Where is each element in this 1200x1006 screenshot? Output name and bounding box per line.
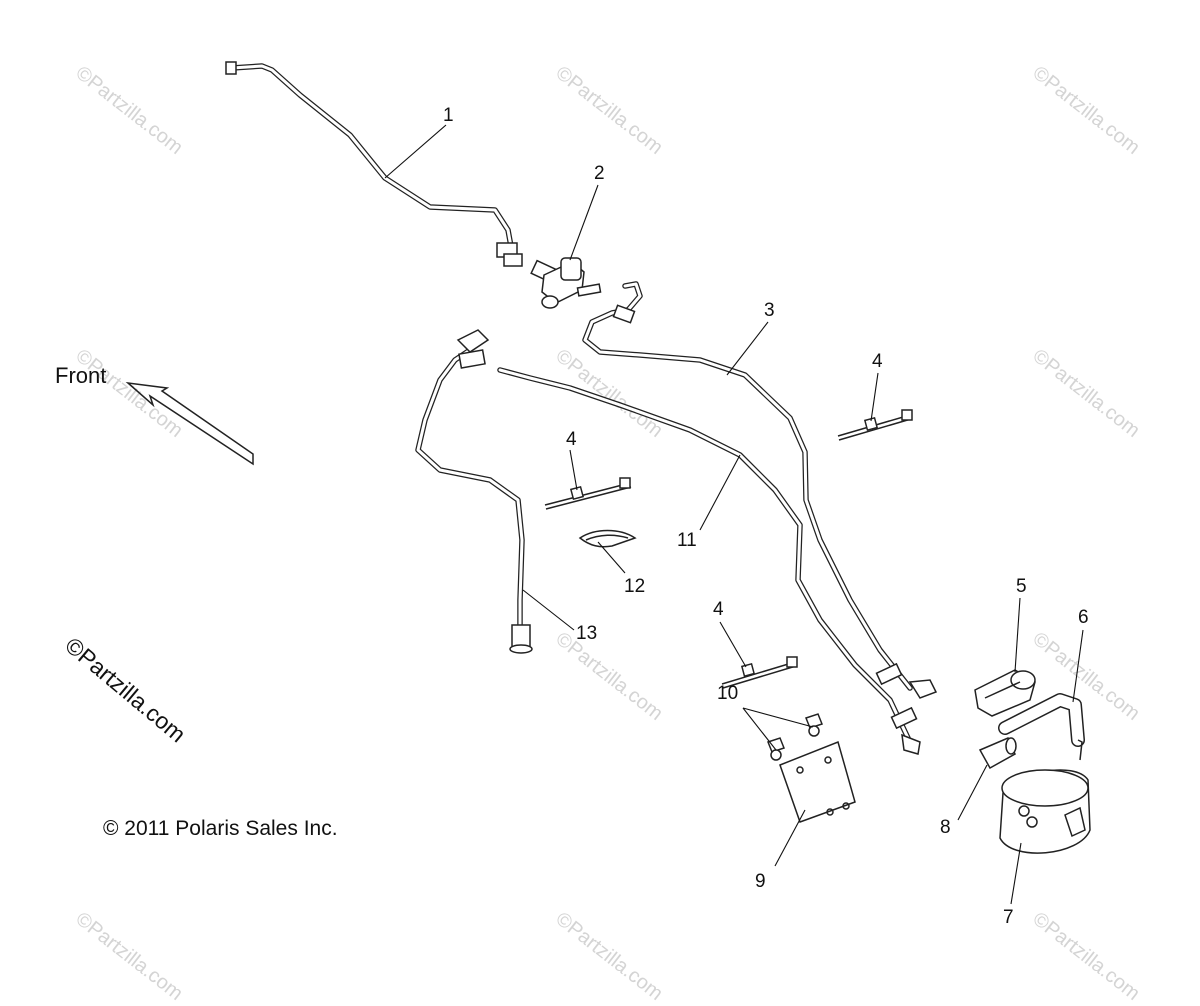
callout-number: 11: [677, 530, 697, 551]
callout-number: 10: [717, 683, 739, 704]
callout-number: 1: [443, 105, 454, 126]
callout-number: 9: [755, 871, 766, 892]
callout-number: 12: [624, 576, 646, 597]
parts-diagram: [125, 61, 1091, 905]
callout-number: 8: [940, 817, 951, 838]
callout-number: 7: [1003, 907, 1014, 928]
part-1-vent-line: [225, 61, 523, 267]
callout-number: 4: [566, 429, 577, 450]
part-4-clip-tie: [544, 477, 632, 510]
callout-number: 2: [594, 163, 605, 184]
front-label: Front: [55, 363, 107, 388]
part-13-fuel-line: [415, 329, 533, 654]
callout-number: 4: [713, 599, 724, 620]
part-9-bracket: [779, 740, 856, 823]
part-10-bolts: [767, 713, 823, 761]
callout-number: 13: [576, 623, 598, 644]
callout-number: 3: [764, 300, 775, 321]
part-5-connector: [974, 669, 1036, 717]
callout-number: 4: [872, 351, 883, 372]
part-4-clip-tie: [837, 409, 913, 441]
callout-number: 6: [1078, 607, 1089, 628]
part-6-hose: [998, 693, 1085, 747]
part-3-fuel-line: [582, 281, 938, 699]
part-12-clamp: [578, 529, 637, 548]
front-direction-arrow: [125, 381, 254, 466]
callout-leaders: [384, 124, 1084, 905]
callout-number: 5: [1016, 576, 1027, 597]
part-7-canister: [999, 739, 1091, 854]
part-4-clip-tie: [721, 656, 798, 689]
part-11-fuel-line: [497, 367, 921, 755]
part-2-valve: [530, 257, 602, 309]
part-8-fitting: [978, 737, 1017, 770]
copyright-notice: © 2011 Polaris Sales Inc.: [103, 817, 338, 840]
